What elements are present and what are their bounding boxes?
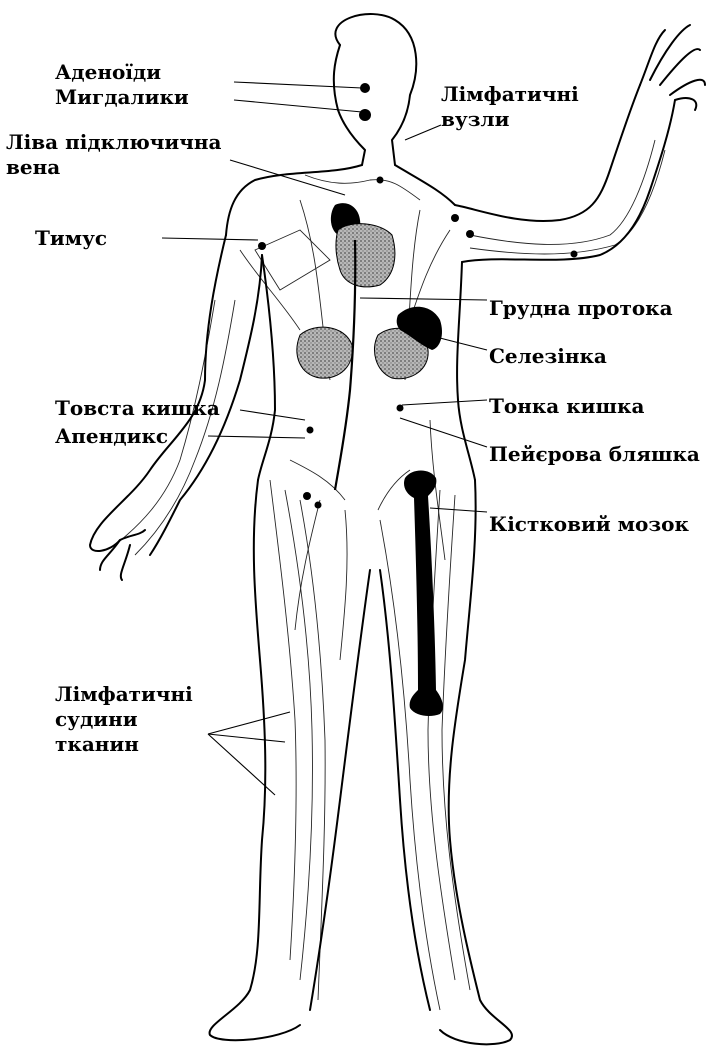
label-left-subclavian-vein: Ліва підключична вена: [6, 130, 221, 180]
label-tissue-lymph-vessels: Лімфатичні судини тканин: [55, 682, 193, 757]
label-bone-marrow: Кістковий мозок: [489, 512, 689, 537]
leader-lines: [162, 82, 487, 795]
label-tissue-lymph-vessels-line2: судини: [55, 707, 193, 732]
label-small-intestine: Тонка кишка: [489, 394, 644, 419]
label-thoracic-duct: Грудна протока: [489, 296, 673, 321]
liver-shape: [297, 327, 352, 378]
label-large-intestine: Товста кишка: [55, 396, 220, 421]
label-appendix: Апендикс: [55, 424, 168, 449]
label-thymus: Тимус: [35, 226, 107, 251]
label-lymph-nodes-line2: вузли: [441, 107, 579, 132]
label-left-subclavian-vein-line1: Ліва підключична: [6, 130, 221, 155]
label-tissue-lymph-vessels-line3: тканин: [55, 732, 193, 757]
label-adenoids: Аденоїди: [55, 60, 161, 85]
label-lymph-nodes-line1: Лімфатичні: [441, 82, 579, 107]
label-tissue-lymph-vessels-line1: Лімфатичні: [55, 682, 193, 707]
label-tonsils: Мигдалики: [55, 85, 189, 110]
label-spleen: Селезінка: [489, 344, 607, 369]
bone-marrow-shape: [404, 471, 443, 717]
label-lymph-nodes: Лімфатичні вузли: [441, 82, 579, 132]
label-peyers-patch: Пейєрова бляшка: [489, 442, 700, 467]
chest-organ-shape: [336, 224, 395, 287]
label-left-subclavian-vein-line2: вена: [6, 155, 221, 180]
